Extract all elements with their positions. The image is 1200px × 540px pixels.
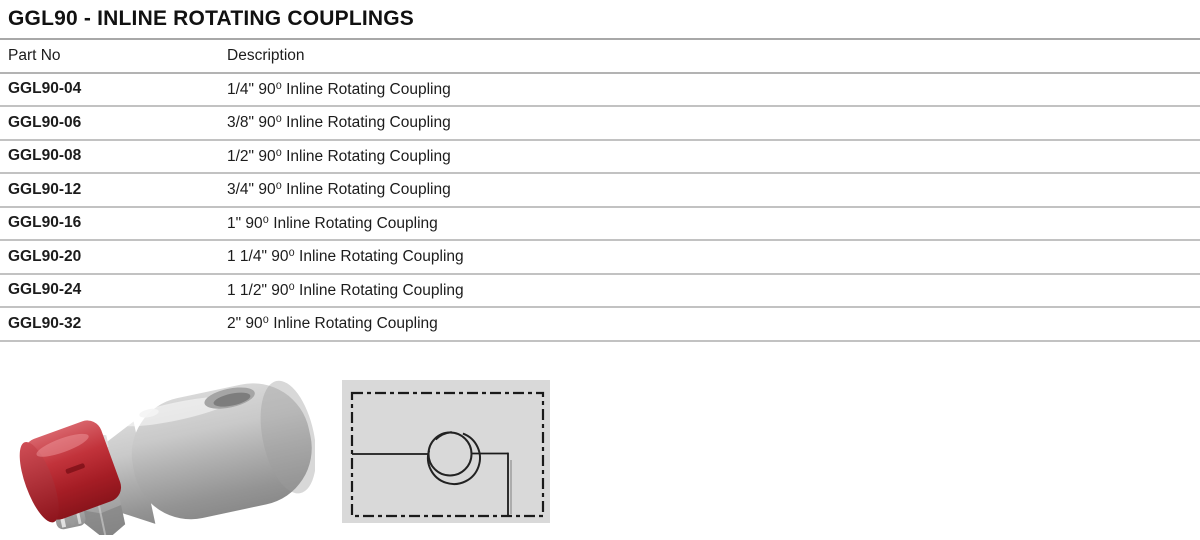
rotating-coupling-symbol-graphic (342, 380, 550, 523)
description-cell: 1" 90⁰ Inline Rotating Coupling (227, 214, 438, 232)
description-cell: 1 1/4" 90⁰ Inline Rotating Coupling (227, 248, 464, 266)
title-bar: GGL90 - INLINE ROTATING COUPLINGS (0, 0, 1200, 40)
description-cell: 3/4" 90⁰ Inline Rotating Coupling (227, 181, 451, 199)
page-title: GGL90 - INLINE ROTATING COUPLINGS (8, 7, 414, 30)
part-no-cell: GGL90-32 (8, 314, 82, 332)
table-row: GGL90-12 3/4" 90⁰ Inline Rotating Coupli… (0, 174, 1200, 208)
part-no-cell: GGL90-04 (8, 80, 82, 98)
table-row: GGL90-06 3/8" 90⁰ Inline Rotating Coupli… (0, 107, 1200, 141)
table-row: GGL90-08 1/2" 90⁰ Inline Rotating Coupli… (0, 141, 1200, 174)
table-row: GGL90-20 1 1/4" 90⁰ Inline Rotating Coup… (0, 241, 1200, 275)
table-header-row: Part No Description (0, 40, 1200, 74)
part-no-cell: GGL90-08 (8, 147, 82, 165)
description-cell: 1/4" 90⁰ Inline Rotating Coupling (227, 80, 451, 98)
table-row: GGL90-04 1/4" 90⁰ Inline Rotating Coupli… (0, 74, 1200, 107)
table-row: GGL90-16 1" 90⁰ Inline Rotating Coupling (0, 208, 1200, 241)
description-cell: 3/8" 90⁰ Inline Rotating Coupling (227, 114, 451, 132)
product-photo (8, 372, 315, 535)
part-no-cell: GGL90-24 (8, 281, 82, 299)
description-cell: 1/2" 90⁰ Inline Rotating Coupling (227, 147, 451, 165)
part-no-cell: GGL90-16 (8, 214, 82, 232)
schematic-diagram (342, 380, 550, 523)
coupling-photo-graphic (19, 380, 315, 535)
part-no-cell: GGL90-06 (8, 113, 82, 131)
description-cell: 2" 90⁰ Inline Rotating Coupling (227, 315, 438, 333)
column-header-part-no: Part No (8, 46, 61, 64)
table-row: GGL90-32 2" 90⁰ Inline Rotating Coupling (0, 308, 1200, 342)
column-header-description: Description (227, 46, 305, 64)
table-row: GGL90-24 1 1/2" 90⁰ Inline Rotating Coup… (0, 275, 1200, 308)
description-cell: 1 1/2" 90⁰ Inline Rotating Coupling (227, 281, 464, 299)
part-no-cell: GGL90-20 (8, 247, 82, 265)
part-no-cell: GGL90-12 (8, 180, 82, 198)
